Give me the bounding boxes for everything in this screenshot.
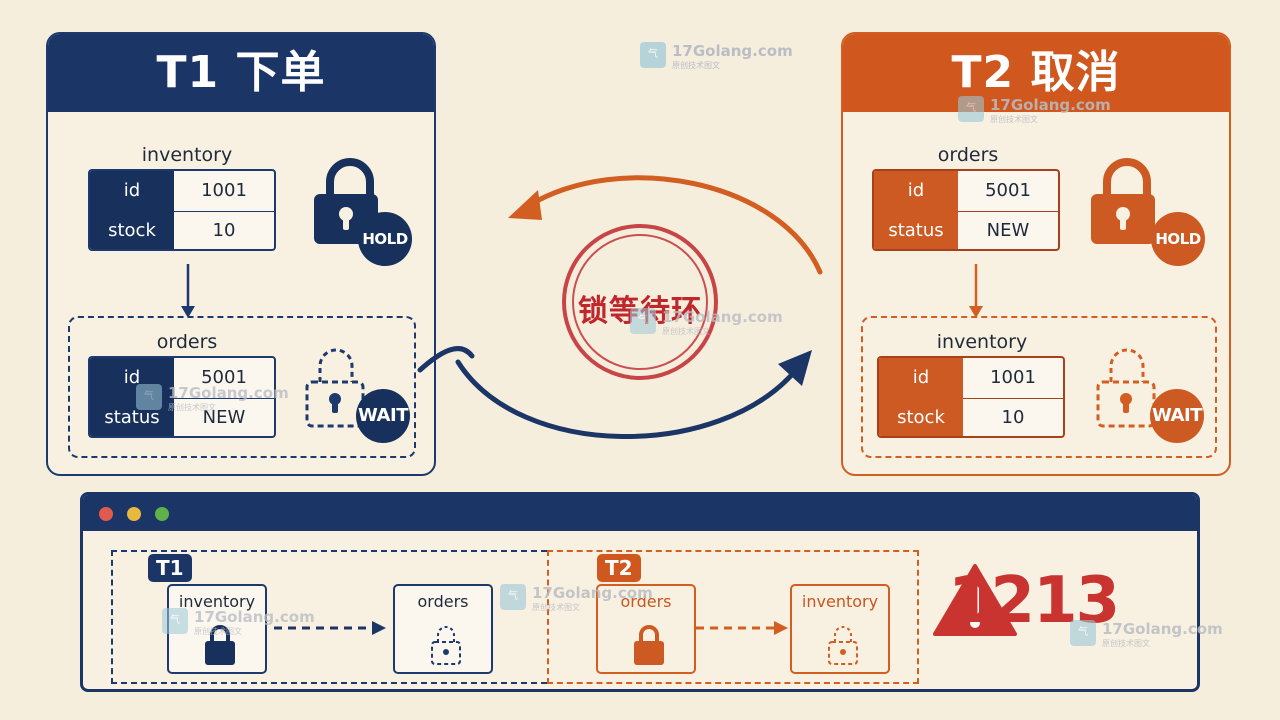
table-row: stock 10 xyxy=(879,398,1063,436)
table-row: status NEW xyxy=(874,211,1058,249)
table-value: 5001 xyxy=(201,367,247,388)
t2-log-tag: T2 xyxy=(597,554,641,582)
watermark-text: 17Golang.com xyxy=(1102,620,1223,638)
qi-xue-logo-icon: 气 xyxy=(136,384,162,410)
watermark-text: 17Golang.com xyxy=(532,584,653,602)
table-value: 5001 xyxy=(985,180,1031,201)
watermark: 气 17Golang.com 原创技术图文 xyxy=(500,584,680,614)
watermark-sub: 原创技术图文 xyxy=(168,403,216,412)
table-value: 10 xyxy=(1001,407,1025,428)
lock-icon xyxy=(1091,158,1155,244)
table-key: id xyxy=(90,171,174,211)
window-titlebar xyxy=(83,495,1197,531)
watermark-text: 17Golang.com xyxy=(662,308,783,326)
table-key: id xyxy=(879,358,963,398)
watermark-sub: 原创技术图文 xyxy=(672,61,720,70)
table-row: id 5001 xyxy=(874,171,1058,212)
qi-xue-logo-icon: 气 xyxy=(630,308,656,334)
watermark: 气 17Golang.com 原创技术图文 xyxy=(136,384,316,414)
watermark-sub: 原创技术图文 xyxy=(194,627,242,636)
watermark-text: 17Golang.com xyxy=(672,42,793,60)
table-row: id 1001 xyxy=(90,171,274,212)
qi-xue-logo-icon: 气 xyxy=(640,42,666,68)
watermark: 气 17Golang.com 原创技术图文 xyxy=(1070,620,1250,650)
table-key: stock xyxy=(90,211,174,249)
window-close-dot[interactable] xyxy=(99,507,113,521)
qi-xue-logo-icon: 气 xyxy=(162,608,188,634)
table-key: status xyxy=(874,211,958,249)
t1-wait-table: id 5001 status NEW xyxy=(88,356,276,438)
t2-log-held: orders xyxy=(596,584,696,674)
t2-wait-box xyxy=(861,316,1217,458)
t1-title: T1 下单 xyxy=(48,34,434,112)
qi-xue-logo-icon: 气 xyxy=(958,96,984,122)
table-row: id 1001 xyxy=(879,358,1063,399)
table-row: stock 10 xyxy=(90,211,274,249)
table-key: stock xyxy=(879,398,963,436)
t2-log-wait: inventory xyxy=(790,584,890,674)
deadlock-cycle-arrows xyxy=(417,175,823,439)
log-box-label: orders xyxy=(417,592,469,611)
hold-badge: HOLD xyxy=(358,212,412,266)
log-box-label: orders xyxy=(620,592,672,611)
t2-panel: T2 取消 orders id 5001 status NEW HOLD inv… xyxy=(841,32,1231,476)
t2-held-table-name: orders xyxy=(937,144,999,166)
table-value: NEW xyxy=(986,220,1030,241)
watermark: 气 17Golang.com 原创技术图文 xyxy=(162,608,342,638)
watermark: 气 17Golang.com 原创技术图文 xyxy=(630,308,810,338)
arrow-down-icon xyxy=(969,264,983,318)
t1-log-tag: T1 xyxy=(148,554,192,582)
watermark: 气 17Golang.com 原创技术图文 xyxy=(958,96,1138,126)
t1-panel: T1 下单 inventory id 1001 stock 10 HOLD or… xyxy=(46,32,436,476)
t1-wait-table-name: orders xyxy=(156,331,218,353)
t2-title: T2 取消 xyxy=(843,34,1229,112)
t2-held-table: id 5001 status NEW xyxy=(872,169,1060,251)
lock-icon xyxy=(205,625,235,665)
hold-badge: HOLD xyxy=(1151,212,1205,266)
t2-wait-table-name: inventory xyxy=(936,331,1028,353)
watermark-sub: 原创技术图文 xyxy=(662,327,710,336)
window-minimize-dot[interactable] xyxy=(127,507,141,521)
t1-held-table-name: inventory xyxy=(141,144,233,166)
watermark-text: 17Golang.com xyxy=(990,96,1111,114)
t2-wait-table: id 1001 stock 10 xyxy=(877,356,1065,438)
t2-log-area xyxy=(547,550,919,684)
window-maximize-dot[interactable] xyxy=(155,507,169,521)
qi-xue-logo-icon: 气 xyxy=(500,584,526,610)
watermark-sub: 原创技术图文 xyxy=(532,603,580,612)
wait-badge: WAIT xyxy=(1150,389,1204,443)
wait-badge: WAIT xyxy=(356,389,410,443)
lock-icon xyxy=(634,625,664,665)
t1-log-area xyxy=(111,550,547,684)
table-value: 10 xyxy=(212,220,236,241)
watermark-text: 17Golang.com xyxy=(168,384,289,402)
t1-log-wait: orders xyxy=(393,584,493,674)
dashed-arrow-icon xyxy=(696,621,788,635)
warning-icon xyxy=(933,564,1017,636)
watermark-text: 17Golang.com xyxy=(194,608,315,626)
table-value: NEW xyxy=(202,407,246,428)
lock-dashed-icon xyxy=(431,626,461,665)
arrow-down-icon xyxy=(181,264,195,318)
qi-xue-logo-icon: 气 xyxy=(1070,620,1096,646)
log-box-label: inventory xyxy=(178,592,256,611)
watermark: 气 17Golang.com 原创技术图文 xyxy=(640,42,820,72)
t1-wait-box xyxy=(68,316,416,458)
t1-held-table: id 1001 stock 10 xyxy=(88,169,276,251)
dashed-arrow-icon xyxy=(274,621,386,635)
watermark-sub: 原创技术图文 xyxy=(990,115,1038,124)
lock-dashed-icon xyxy=(828,626,858,665)
table-key: id xyxy=(874,171,958,211)
log-box-label: inventory xyxy=(801,592,879,611)
table-value: 1001 xyxy=(990,367,1036,388)
table-value: 1001 xyxy=(201,180,247,201)
watermark-sub: 原创技术图文 xyxy=(1102,639,1150,648)
